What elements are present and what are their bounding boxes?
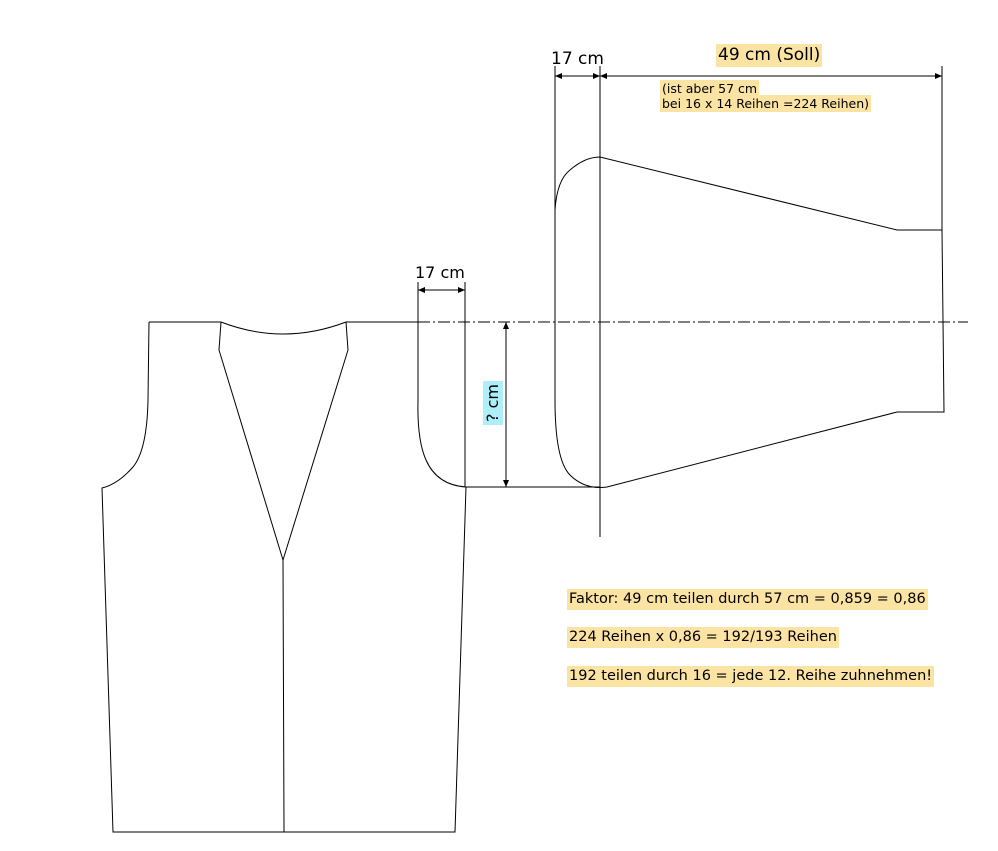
label-armhole-width: 17 cm: [415, 263, 465, 282]
dim-sleeve-length: [600, 73, 942, 79]
label-armhole-depth: ? cm: [482, 381, 503, 425]
back-neck-curve: [220, 321, 347, 335]
front-neck-v-right: [282, 321, 349, 561]
body-outline: [101, 321, 467, 833]
label-sleeve-length-note-1: (ist aber 57 cm: [660, 80, 760, 97]
label-sleeve-top-width: 17 cm: [551, 49, 604, 69]
front-neck-v-left: [218, 321, 284, 561]
sleeve-outline: [554, 156, 945, 488]
dim-armhole-depth: [503, 322, 509, 487]
dim-sleeve-top-width: [555, 73, 600, 79]
label-sleeve-length-note-2: bei 16 x 14 Reihen =224 Reihen): [660, 95, 872, 112]
calc-line-increase: 192 teilen durch 16 = jede 12. Reihe zuh…: [567, 666, 935, 687]
calc-line-rows: 224 Reihen x 0,86 = 192/193 Reihen: [567, 627, 839, 648]
calc-line-factor: Faktor: 49 cm teilen durch 57 cm = 0,859…: [567, 589, 928, 610]
dim-armhole-width: [418, 287, 465, 293]
center-front-line: [282, 559, 285, 833]
label-sleeve-length-target: 49 cm (Soll): [716, 44, 823, 67]
